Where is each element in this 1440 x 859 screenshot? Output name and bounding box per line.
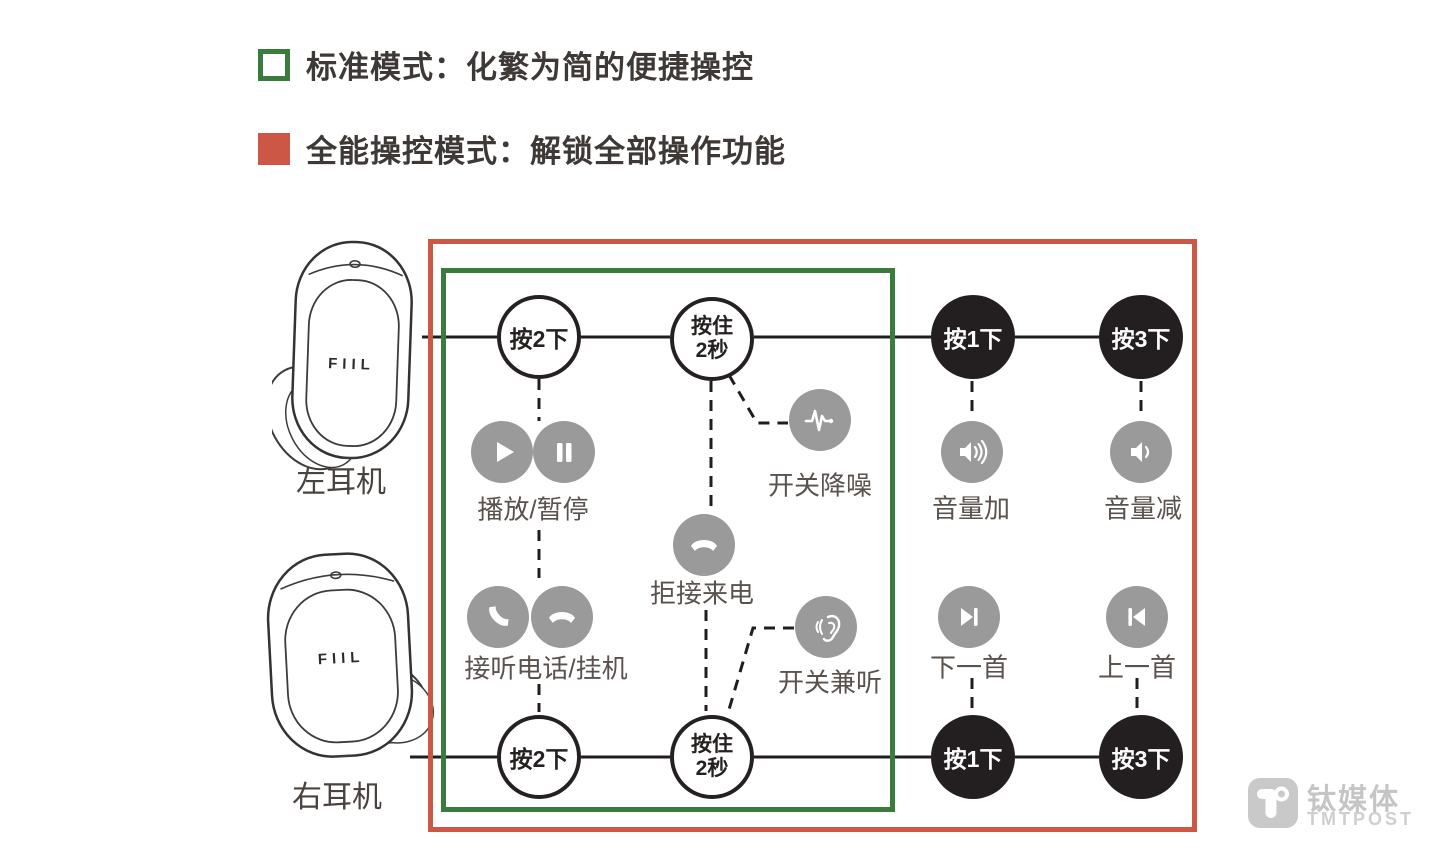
standard-mode-label: 标准模式：化繁为简的便捷操控 — [306, 50, 754, 85]
pause-icon — [533, 421, 595, 483]
prev-track-icon — [1106, 586, 1168, 648]
left-earbud-label: 左耳机 — [296, 466, 386, 499]
full-mode-box — [428, 239, 1197, 832]
press-thrice-button-right: 按3下 — [1099, 715, 1183, 799]
volume-up-icon — [941, 421, 1003, 483]
brand-logo-text: FIIL — [317, 649, 364, 668]
press-twice-button-left: 按2下 — [497, 295, 581, 379]
full-mode-label: 全能操控模式：解锁全部操作功能 — [306, 134, 786, 169]
right-earbud-label: 右耳机 — [292, 781, 382, 814]
reject-call-label: 拒接来电 — [649, 578, 755, 609]
reject-call-icon — [673, 514, 735, 576]
tmtpost-logo-icon — [1248, 778, 1298, 828]
play-icon — [471, 421, 533, 483]
hold-text-line2: 2秒 — [695, 757, 729, 780]
press-thrice-button-left: 按3下 — [1099, 295, 1183, 379]
checkbox-outline-icon — [258, 48, 290, 81]
right-earbud-illustration: FIIL — [266, 552, 435, 758]
press-thrice-text: 按3下 — [1111, 326, 1171, 352]
legend-full-mode: 全能操控模式：解锁全部操作功能 — [258, 126, 786, 171]
anc-wave-icon — [789, 389, 851, 451]
hold-text-line2: 2秒 — [695, 339, 729, 362]
press-twice-button-right: 按2下 — [497, 715, 581, 799]
watermark-en-text: TMTPOST — [1307, 809, 1414, 829]
press-once-text: 按1下 — [943, 326, 1003, 352]
hangup-call-icon — [531, 586, 593, 648]
answer-hangup-label: 接听电话/挂机 — [464, 653, 628, 684]
press-once-text: 按1下 — [943, 746, 1003, 772]
square-filled-icon — [258, 132, 290, 165]
toggle-anc-label: 开关降噪 — [767, 470, 873, 501]
watermark-cn-text: 钛媒体 — [1307, 784, 1401, 816]
left-earbud-illustration: FIIL — [272, 240, 413, 471]
press-twice-text: 按2下 — [509, 746, 569, 772]
next-track-label: 下一首 — [929, 652, 1009, 683]
volume-up-label: 音量加 — [931, 493, 1011, 524]
next-track-icon — [938, 586, 1000, 648]
prev-track-label: 上一首 — [1097, 652, 1177, 683]
press-thrice-text: 按3下 — [1111, 746, 1171, 772]
brand-logo-text: FIIL — [328, 355, 375, 374]
ambient-ear-icon — [795, 596, 857, 658]
hold-2s-button-right: 按住 2秒 — [670, 715, 754, 799]
play-pause-label: 播放/暂停 — [477, 494, 589, 525]
volume-down-icon — [1110, 421, 1172, 483]
toggle-ambient-label: 开关兼听 — [777, 667, 883, 698]
volume-down-label: 音量减 — [1103, 493, 1183, 524]
hold-2s-button-left: 按住 2秒 — [670, 297, 754, 381]
hold-text-line1: 按住 — [691, 733, 733, 757]
standard-mode-box — [441, 268, 895, 812]
legend-standard-mode: 标准模式：化繁为简的便捷操控 — [258, 42, 754, 87]
hold-text-line1: 按住 — [691, 315, 733, 339]
press-once-button-left: 按1下 — [931, 295, 1015, 379]
answer-call-icon — [467, 586, 529, 648]
press-once-button-right: 按1下 — [931, 715, 1015, 799]
press-twice-text: 按2下 — [509, 326, 569, 352]
